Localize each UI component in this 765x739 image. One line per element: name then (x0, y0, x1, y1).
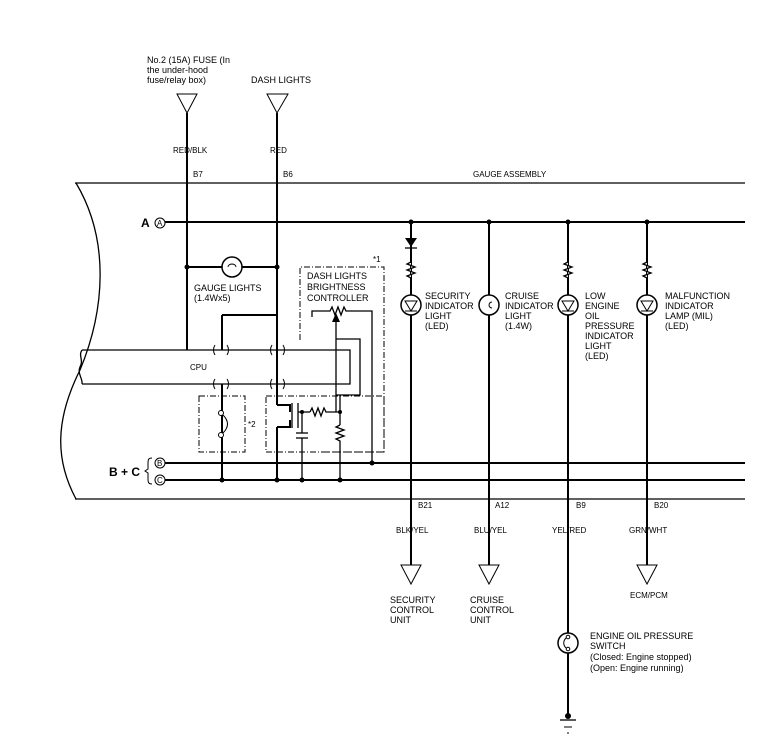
fuse-source: No.2 (15A) FUSE (In the under-hood fuse/… (147, 55, 230, 179)
cruise-label-1: CRUISE (505, 291, 539, 301)
gauge-lights: GAUGE LIGHTS (1.4Wx5) (184, 256, 280, 303)
controller-label-3: CONTROLLER (307, 293, 369, 303)
fuse-label-line-1: No.2 (15A) FUSE (In (147, 55, 230, 65)
mil-wire-color: GRN/WHT (629, 526, 667, 535)
led-icon (400, 294, 422, 316)
cruise-label-3: LIGHT (505, 311, 532, 321)
connector-triangle-icon (400, 564, 422, 586)
mil-terminal: B20 (654, 501, 669, 510)
security-dest-1: SECURITY (390, 595, 436, 605)
fuse-label-line-2: the under-hood (147, 65, 208, 75)
bus-a-label: A (141, 216, 150, 230)
oil-pressure-indicator: LOW ENGINE OIL PRESSURE INDICATOR LIGHT … (552, 219, 693, 734)
cruise-label-2: INDICATOR (505, 301, 554, 311)
connector-triangle-icon (636, 564, 658, 586)
mil-label-4: (LED) (665, 321, 689, 331)
cruise-dest-1: CRUISE (470, 595, 504, 605)
bus-b-letter: B (157, 459, 162, 468)
security-terminal: B21 (418, 501, 433, 510)
oil-label-5: INDICATOR (585, 331, 634, 341)
resistor-icon (334, 424, 346, 480)
mil-label-2: INDICATOR (665, 301, 714, 311)
oil-switch-label-1: ENGINE OIL PRESSURE (590, 631, 693, 641)
cruise-indicator: CRUISE INDICATOR LIGHT (1.4W) A12 BLU/YE… (470, 219, 554, 625)
security-label-2: INDICATOR (425, 301, 474, 311)
cruise-dest-3: UNIT (470, 615, 491, 625)
controller-note: *1 (373, 255, 381, 264)
oil-switch-label-3: (Closed: Engine stopped) (590, 652, 692, 662)
cruise-wire-color: BLU/YEL (474, 526, 507, 535)
bus-c-letter: C (157, 476, 163, 485)
fuse-label-line-3: fuse/relay box) (147, 75, 206, 85)
dash-lights-source: DASH LIGHTS RED B6 (251, 75, 311, 179)
cruise-label-4: (1.4W) (505, 321, 532, 331)
gauge-assembly-label: GAUGE ASSEMBLY (473, 170, 547, 179)
controller-label-2: BRIGHTNESS (307, 282, 366, 292)
diode-icon (405, 238, 417, 247)
oil-pressure-switch-icon (557, 632, 579, 654)
cpu-label: CPU (190, 363, 207, 372)
bus-bc-label: B + C (109, 465, 140, 479)
dash-lights-label: DASH LIGHTS (251, 75, 311, 85)
led-icon (557, 294, 579, 316)
led-icon (636, 294, 658, 316)
fuse-wire-color: RED/BLK (173, 146, 208, 155)
gauge-lights-label-2: (1.4Wx5) (194, 293, 231, 303)
mil-dest-1: ECM/PCM (630, 591, 668, 600)
bus-a-connector-letter: A (157, 219, 163, 228)
security-wire-color: BLK/YEL (396, 526, 429, 535)
dash-lights-connector-triangle-icon (266, 93, 289, 115)
security-label-3: LIGHT (425, 311, 452, 321)
gauge-lights-label-1: GAUGE LIGHTS (194, 283, 262, 293)
cruise-dest-2: CONTROL (470, 605, 514, 615)
controller-label-1: DASH LIGHTS (307, 271, 367, 281)
bus-a: A A (141, 216, 745, 230)
bus-bc: B + C B C (109, 457, 745, 486)
mil-label-3: LAMP (MIL) (665, 311, 713, 321)
dash-lights-wire-color: RED (270, 146, 287, 155)
fuse-connector-triangle-icon (176, 93, 198, 115)
potentiometer-icon (311, 305, 373, 462)
security-label-1: SECURITY (425, 291, 471, 301)
resistor-icon (405, 261, 417, 279)
security-indicator: SECURITY INDICATOR LIGHT (LED) B21 BLK/Y… (390, 219, 474, 625)
brightness-controller: *1 DASH LIGHTS BRIGHTNESS CONTROLLER (299, 255, 385, 462)
oil-label-3: OIL (585, 311, 600, 321)
connector-triangle-icon (478, 564, 500, 586)
cruise-terminal: A12 (495, 501, 510, 510)
oil-label-6: LIGHT (585, 341, 612, 351)
switch-note: *2 (248, 420, 256, 429)
ground-icon (560, 713, 576, 734)
fuse-terminal: B7 (193, 170, 203, 179)
resistor-icon (641, 261, 653, 279)
oil-label-2: ENGINE (585, 301, 620, 311)
oil-switch-label-4: (Open: Engine running) (590, 663, 684, 673)
resistor-icon (309, 406, 340, 418)
oil-wire-color: YEL/RED (552, 526, 586, 535)
transistor-section (265, 395, 385, 480)
oil-switch-label-2: SWITCH (590, 641, 626, 651)
oil-terminal: B9 (576, 501, 586, 510)
security-dest-2: CONTROL (390, 605, 434, 615)
resistor-icon (562, 261, 574, 279)
security-label-4: (LED) (425, 321, 449, 331)
mil-indicator: MALFUNCTION INDICATOR LAMP (MIL) (LED) B… (629, 219, 730, 600)
oil-label-1: LOW (585, 291, 606, 301)
mil-label-1: MALFUNCTION (665, 291, 730, 301)
gauge-lights-bulb-icon (221, 256, 243, 278)
switch-contact-icon (222, 414, 228, 434)
cpu-block: CPU (78, 314, 351, 480)
switch-box: *2 (198, 395, 256, 453)
oil-label-7: (LED) (585, 351, 609, 361)
security-dest-3: UNIT (390, 615, 411, 625)
dash-lights-terminal: B6 (283, 170, 293, 179)
oil-label-4: PRESSURE (585, 321, 635, 331)
